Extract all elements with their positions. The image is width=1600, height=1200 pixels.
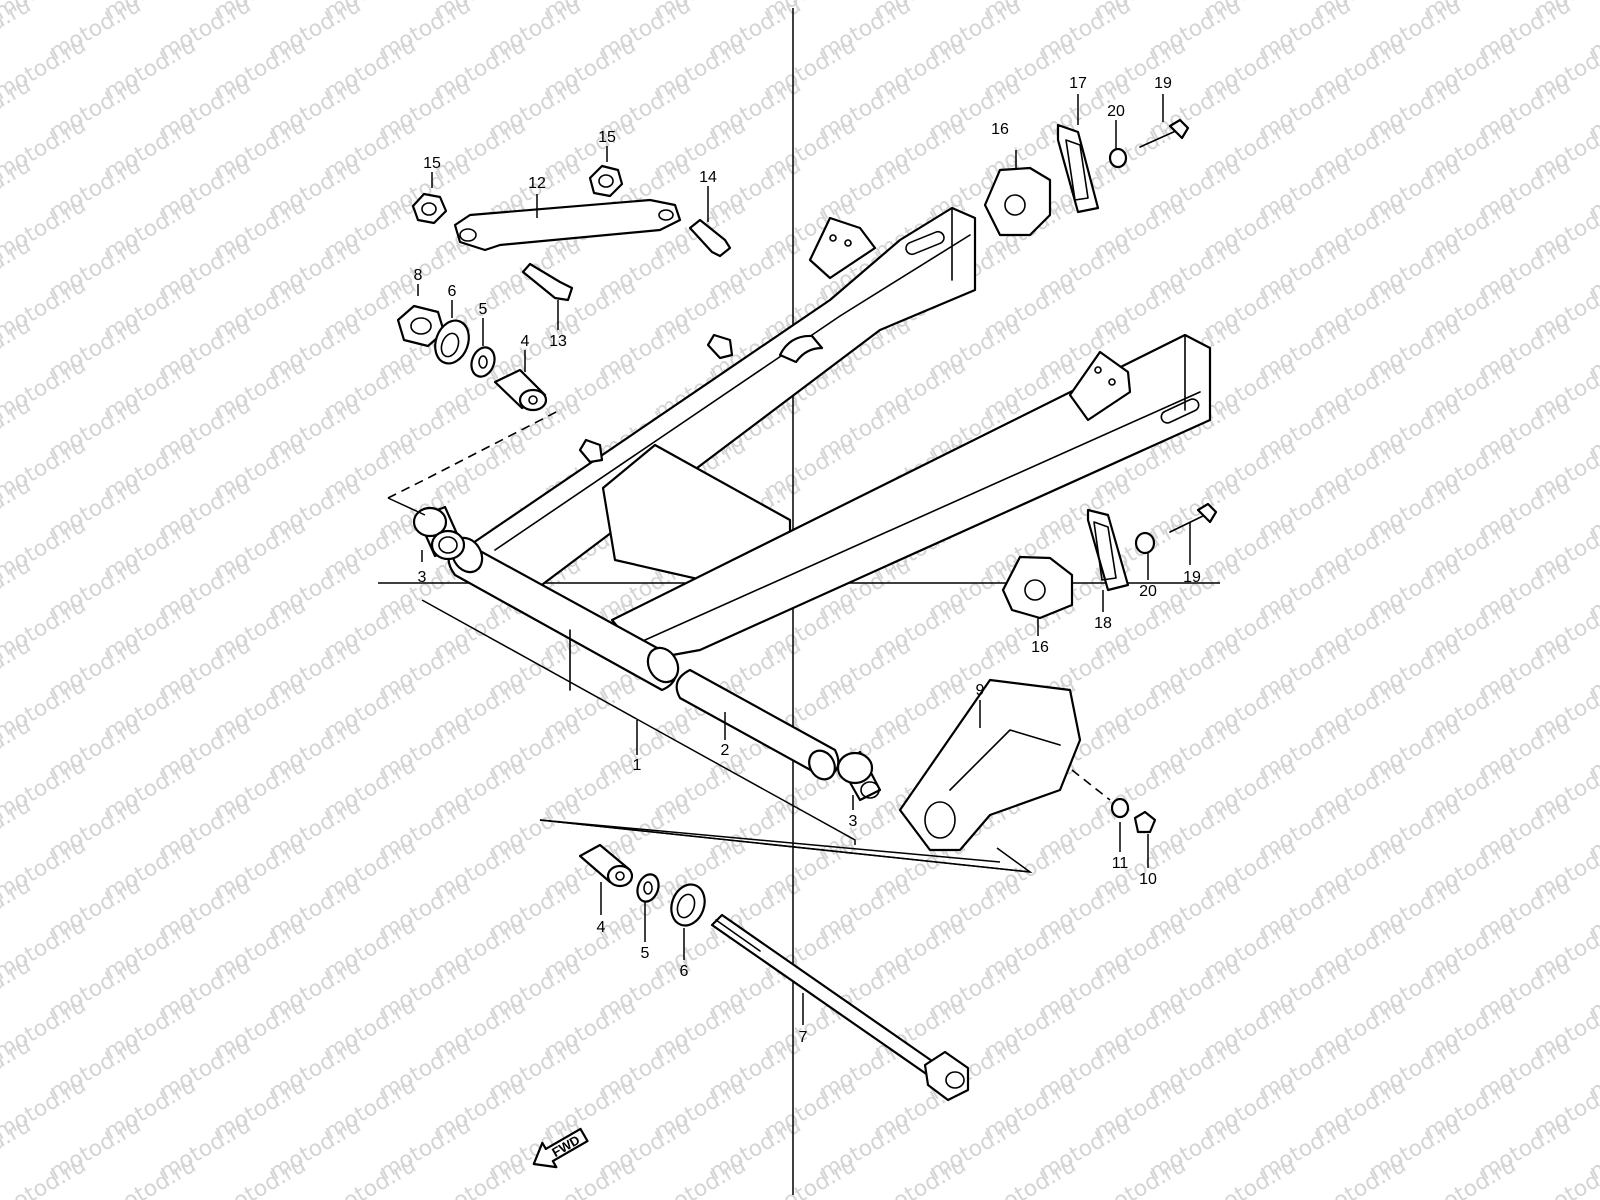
watermark-text: motod.ru: [211, 1153, 311, 1200]
callout-17: 17: [1069, 75, 1087, 92]
adjuster-screw-upper[interactable]: [1139, 118, 1190, 148]
bearing-right[interactable]: [836, 750, 882, 802]
callout-19-lower: 19: [1183, 569, 1201, 586]
callout-11: 11: [1112, 855, 1129, 872]
callout-15-left: 15: [423, 155, 441, 172]
washer-lower[interactable]: [634, 871, 662, 904]
callout-4-upper: 4: [521, 333, 530, 350]
callout-14: 14: [699, 169, 717, 186]
callout-5-lower: 5: [641, 945, 650, 962]
callout-2: 2: [721, 742, 730, 759]
callout-5-upper: 5: [479, 301, 488, 318]
spacer-lower[interactable]: [578, 843, 634, 888]
watermark-text: motod.ru: [871, 1153, 971, 1200]
chain-guard[interactable]: [898, 678, 1082, 852]
link-bolt-b[interactable]: [688, 218, 732, 258]
bearing-left[interactable]: [412, 505, 466, 561]
leader-lines: [387, 94, 1191, 1025]
watermark-text: motod.ru: [431, 1153, 531, 1200]
dust-seal-lower[interactable]: [666, 880, 710, 930]
callout-12: 12: [528, 175, 546, 192]
adjuster-screw-lower[interactable]: [1169, 502, 1218, 533]
adjuster-upper[interactable]: [983, 166, 1052, 237]
callout-10: 10: [1139, 871, 1157, 888]
callout-15-right: 15: [598, 129, 616, 146]
watermark-text: motod.ru: [981, 1153, 1081, 1200]
callout-6-upper: 6: [448, 283, 457, 300]
adjuster-lower[interactable]: [1001, 555, 1074, 620]
watermark-text: motod.ru: [651, 1153, 751, 1200]
callout-3-left: 3: [418, 569, 427, 586]
long-spacer[interactable]: [675, 668, 840, 784]
watermark-text: motod.ru: [101, 1153, 201, 1200]
callout-19-upper: 19: [1154, 75, 1172, 92]
small-washer-upper[interactable]: [1108, 147, 1128, 169]
callout-8: 8: [414, 267, 423, 284]
watermark-text: motod.ru: [761, 1153, 861, 1200]
callout-18: 18: [1094, 615, 1112, 632]
small-washer-lower[interactable]: [1134, 531, 1156, 555]
link-bolt-a[interactable]: [521, 262, 574, 302]
callout-20-lower: 20: [1139, 583, 1157, 600]
callout-16-upper: 16: [991, 121, 1009, 138]
watermark-text: motod.ru: [0, 1153, 90, 1200]
callouts: 15 15 12 14 13 8 6 5 4 3 1 2 3 4 5 6 7 9…: [414, 75, 1201, 1046]
watermark-text: motod.ru: [0, 0, 35, 65]
callout-3-right: 3: [849, 813, 858, 830]
torque-link[interactable]: [453, 198, 682, 252]
callout-20-upper: 20: [1107, 103, 1125, 120]
callout-7: 7: [799, 1029, 808, 1046]
callout-13: 13: [549, 333, 567, 350]
callout-6-lower: 6: [680, 963, 689, 980]
watermark-text: motod.ru: [1311, 1153, 1411, 1200]
nut-left[interactable]: [411, 192, 448, 225]
chain-adjuster-cover-upper[interactable]: [1056, 123, 1100, 214]
chain-adjuster-cover-lower[interactable]: [1086, 508, 1130, 592]
guard-bolt[interactable]: [1133, 810, 1157, 834]
cap-nut[interactable]: [396, 304, 446, 348]
swingarm[interactable]: [446, 206, 1212, 692]
guard-washer[interactable]: [1110, 797, 1130, 819]
callout-1: 1: [633, 757, 642, 774]
watermark-text: motod.ru: [321, 1153, 421, 1200]
watermark-text: motod.ru: [1201, 1153, 1301, 1200]
callout-16-lower: 16: [1031, 639, 1049, 656]
spacer-upper[interactable]: [493, 368, 548, 412]
nut-right[interactable]: [588, 164, 624, 198]
watermark-text: motod.ru: [1421, 1153, 1521, 1200]
dust-seal-upper[interactable]: [429, 316, 474, 368]
callout-4-lower: 4: [597, 919, 606, 936]
washer-upper[interactable]: [468, 344, 499, 380]
pivot-bolt[interactable]: [710, 913, 970, 1102]
watermark-text: motod.ru: [1091, 1153, 1191, 1200]
callout-9: 9: [976, 682, 985, 699]
